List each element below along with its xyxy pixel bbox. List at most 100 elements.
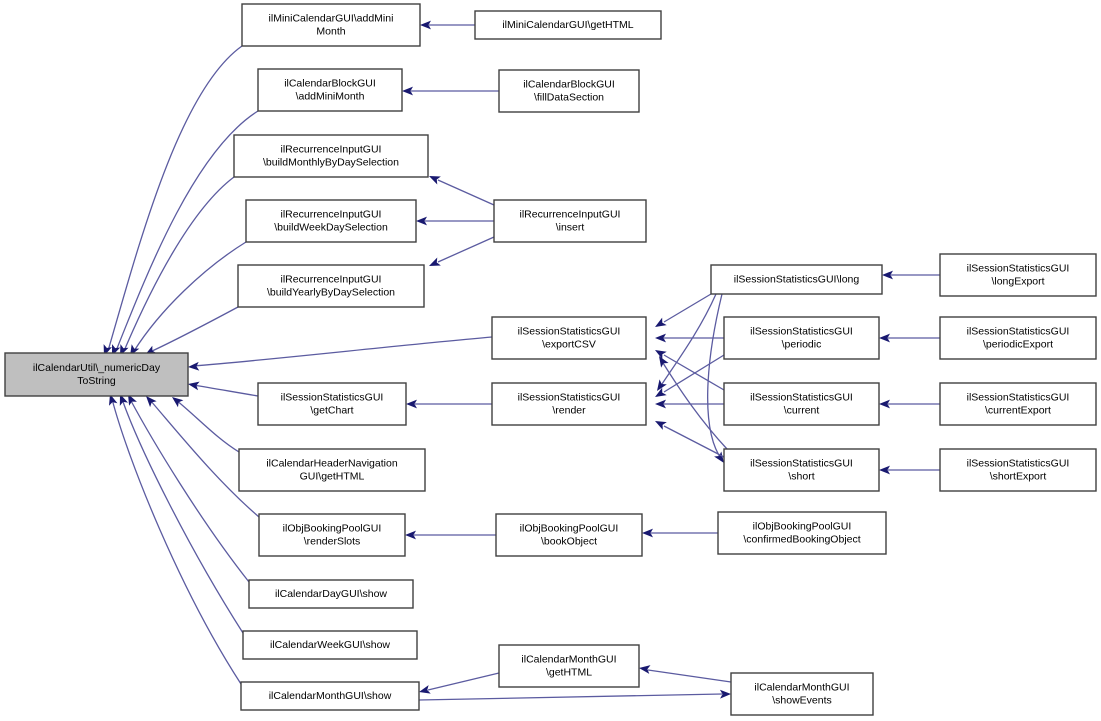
arrowhead-icon: [879, 333, 890, 343]
node-label: ilCalendarBlockGUI\addMiniMonth: [284, 77, 376, 102]
node-monthGetHTML[interactable]: ilCalendarMonthGUI\getHTML: [498, 644, 640, 688]
edge-miniGetHTML-to-miniAddMiniMonth: [420, 20, 475, 30]
edge-line: [149, 399, 260, 518]
node-label: ilCalendarWeekGUI\show: [270, 639, 390, 651]
node-recInsert[interactable]: ilRecurrenceInputGUI\insert: [493, 199, 647, 243]
node-box[interactable]: [241, 3, 421, 47]
node-statRender[interactable]: ilSessionStatisticsGUI\render: [491, 382, 647, 426]
node-label: ilObjBookingPoolGUI\bookObject: [520, 522, 619, 547]
node-statCurrent[interactable]: ilSessionStatisticsGUI\current: [723, 382, 880, 426]
node-recYearly[interactable]: ilRecurrenceInputGUI\buildYearlyByDaySel…: [237, 264, 425, 308]
node-statGetChart[interactable]: ilSessionStatisticsGUI\getChart: [257, 382, 407, 426]
node-statLong[interactable]: ilSessionStatisticsGUI\long: [710, 264, 883, 295]
node-box[interactable]: [245, 199, 417, 243]
node-label: ilSessionStatisticsGUI\render: [518, 391, 621, 416]
arrowhead-icon: [402, 86, 413, 96]
edge-recInsert-to-recMonthly: [429, 176, 495, 206]
node-bookConfirmed[interactable]: ilObjBookingPoolGUI\confirmedBookingObje…: [717, 511, 887, 555]
edge-line: [192, 336, 493, 367]
edge-headerNav-to-root: [172, 397, 240, 453]
edge-statGetChart-to-root: [188, 381, 259, 397]
node-box[interactable]: [474, 10, 662, 40]
node-box[interactable]: [495, 513, 643, 557]
edge-recInsert-to-recYearly: [429, 236, 495, 266]
arrowhead-icon: [655, 399, 666, 409]
edge-line: [663, 425, 725, 458]
node-box[interactable]: [248, 579, 414, 609]
node-bookObject[interactable]: ilObjBookingPoolGUI\bookObject: [495, 513, 643, 557]
node-box[interactable]: [498, 644, 640, 688]
node-label: ilObjBookingPoolGUI\renderSlots: [283, 522, 382, 547]
node-weekShow[interactable]: ilCalendarWeekGUI\show: [242, 630, 418, 660]
node-statShortExport[interactable]: ilSessionStatisticsGUI\shortExport: [939, 448, 1097, 492]
arrowhead-icon: [406, 399, 417, 409]
node-box[interactable]: [237, 264, 425, 308]
node-box[interactable]: [939, 382, 1097, 426]
node-label: ilCalendarDayGUI\show: [275, 588, 387, 600]
edge-weekShow-to-root: [119, 394, 244, 634]
node-box[interactable]: [257, 382, 407, 426]
edge-monthShow-to-monthShowEvents: [418, 689, 731, 701]
node-label: ilSessionStatisticsGUI\getChart: [281, 391, 384, 416]
node-statPeriodicExp[interactable]: ilSessionStatisticsGUI\periodicExport: [939, 316, 1097, 360]
node-box[interactable]: [233, 134, 429, 178]
node-blockAddMiniMonth[interactable]: ilCalendarBlockGUI\addMiniMonth: [257, 68, 403, 112]
node-box[interactable]: [238, 448, 426, 492]
arrowhead-icon: [655, 421, 667, 430]
node-box[interactable]: [723, 448, 880, 492]
node-statPeriodic[interactable]: ilSessionStatisticsGUI\periodic: [723, 316, 880, 360]
node-box[interactable]: [939, 448, 1097, 492]
node-label: ilRecurrenceInputGUI\insert: [520, 208, 621, 233]
node-box[interactable]: [258, 513, 406, 557]
edge-statShort-to-statRender: [655, 421, 725, 458]
edge-line: [107, 45, 243, 352]
node-statCurrentExp[interactable]: ilSessionStatisticsGUI\currentExport: [939, 382, 1097, 426]
arrowhead-icon: [879, 399, 890, 409]
edge-line: [663, 354, 725, 393]
node-box[interactable]: [491, 382, 647, 426]
arrowhead-icon: [416, 216, 427, 226]
node-box[interactable]: [491, 316, 647, 360]
node-box[interactable]: [710, 264, 883, 295]
node-bookRenderSlots[interactable]: ilObjBookingPoolGUI\renderSlots: [258, 513, 406, 557]
node-box[interactable]: [257, 68, 403, 112]
node-box[interactable]: [240, 681, 420, 711]
node-dayShow[interactable]: ilCalendarDayGUI\show: [248, 579, 414, 609]
edge-miniAddMiniMonth-to-root: [103, 45, 243, 356]
arrowhead-icon: [655, 317, 667, 327]
node-box[interactable]: [498, 69, 640, 113]
node-label: ilSessionStatisticsGUI\shortExport: [967, 457, 1070, 482]
edge-line: [115, 110, 259, 352]
edge-line: [663, 354, 725, 391]
edge-statLong-to-statExportCSV: [655, 293, 712, 327]
node-statLongExport[interactable]: ilSessionStatisticsGUI\longExport: [939, 253, 1097, 297]
edge-line: [192, 384, 259, 397]
node-statShort[interactable]: ilSessionStatisticsGUI\short: [723, 448, 880, 492]
node-box[interactable]: [939, 316, 1097, 360]
edge-monthShowEvents-to-monthGetHTML: [639, 665, 732, 683]
node-box[interactable]: [939, 253, 1097, 297]
edge-line: [661, 293, 717, 385]
node-miniGetHTML[interactable]: ilMiniCalendarGUI\getHTML: [474, 10, 662, 40]
node-box[interactable]: [730, 672, 874, 716]
node-box[interactable]: [242, 630, 418, 660]
node-blockFillData[interactable]: ilCalendarBlockGUI\fillDataSection: [498, 69, 640, 113]
node-box[interactable]: [717, 511, 887, 555]
node-box[interactable]: [493, 199, 647, 243]
edge-line: [437, 179, 495, 206]
edge-recInsert-to-recWeek: [416, 216, 494, 226]
node-box[interactable]: [723, 382, 880, 426]
node-statExportCSV[interactable]: ilSessionStatisticsGUI\exportCSV: [491, 316, 647, 360]
node-recMonthly[interactable]: ilRecurrenceInputGUI\buildMonthlyByDaySe…: [233, 134, 429, 178]
node-box[interactable]: [723, 316, 880, 360]
node-monthShow[interactable]: ilCalendarMonthGUI\show: [240, 681, 420, 711]
arrowhead-icon: [879, 465, 890, 475]
node-label: ilSessionStatisticsGUI\longExport: [967, 262, 1070, 287]
node-box[interactable]: [4, 352, 189, 397]
node-monthShowEvents[interactable]: ilCalendarMonthGUI\showEvents: [730, 672, 874, 716]
node-recWeek[interactable]: ilRecurrenceInputGUI\buildWeekDaySelecti…: [245, 199, 417, 243]
